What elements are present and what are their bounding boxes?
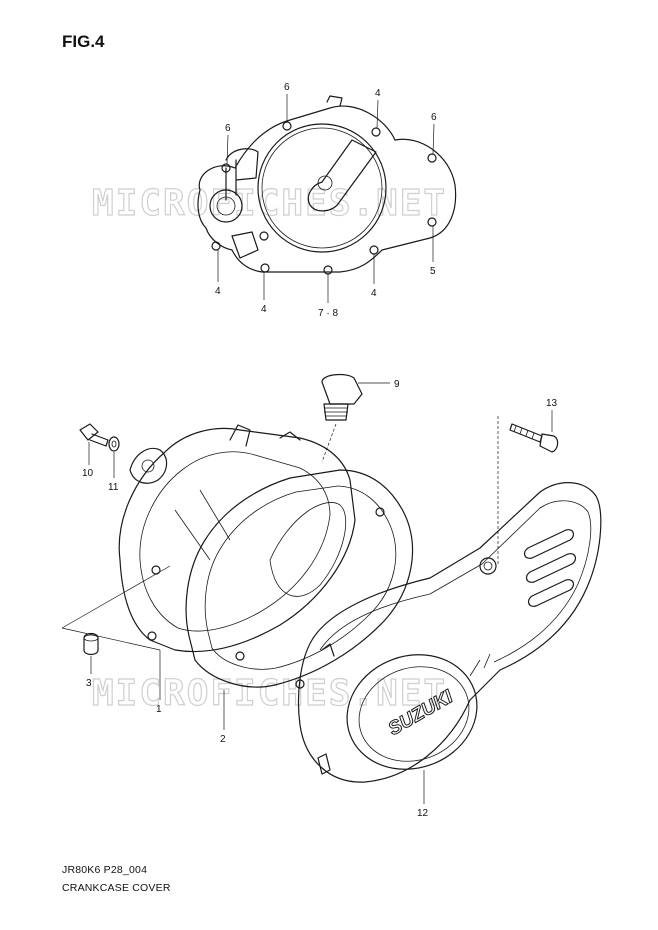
callout-13: 13 bbox=[546, 398, 558, 409]
callout-4-bottom: 4 bbox=[261, 304, 267, 315]
callout-12: 12 bbox=[417, 808, 429, 819]
part-1-inner-cover bbox=[118, 424, 356, 700]
callout-6-left: 6 bbox=[225, 123, 231, 134]
callout-4-right: 4 bbox=[371, 288, 377, 299]
callout-3: 3 bbox=[86, 678, 92, 689]
callout-1: 1 bbox=[156, 704, 162, 715]
watermark-bottom: MICROFICHES.NET bbox=[92, 673, 447, 714]
callout-10: 10 bbox=[82, 468, 94, 479]
callout-5: 5 bbox=[430, 266, 436, 277]
part-10-bolt bbox=[79, 423, 109, 465]
part-12-outer-cover: SUZUKI bbox=[297, 482, 602, 804]
callout-9: 9 bbox=[394, 379, 400, 390]
inner-cover-detail bbox=[197, 94, 457, 303]
callout-2: 2 bbox=[220, 734, 226, 745]
callout-7-8: 7 · 8 bbox=[318, 308, 338, 319]
diagram-description: CRANKCASE COVER bbox=[62, 882, 171, 894]
callout-4-top: 4 bbox=[375, 88, 381, 99]
part-3-dowel-pin bbox=[61, 565, 171, 674]
callout-4-left: 4 bbox=[215, 286, 221, 297]
diagram-code: JR80K6 P28_004 bbox=[62, 864, 148, 876]
part-9-oil-plug bbox=[321, 373, 390, 463]
watermark-top: MICROFICHES.NET bbox=[92, 183, 447, 224]
part-13-screw bbox=[497, 410, 559, 566]
callout-6-top: 6 bbox=[284, 82, 290, 93]
figure-title: FIG.4 bbox=[62, 32, 105, 51]
part-11-washer bbox=[108, 436, 120, 478]
callout-6-right: 6 bbox=[431, 112, 437, 123]
callout-11: 11 bbox=[108, 482, 119, 493]
